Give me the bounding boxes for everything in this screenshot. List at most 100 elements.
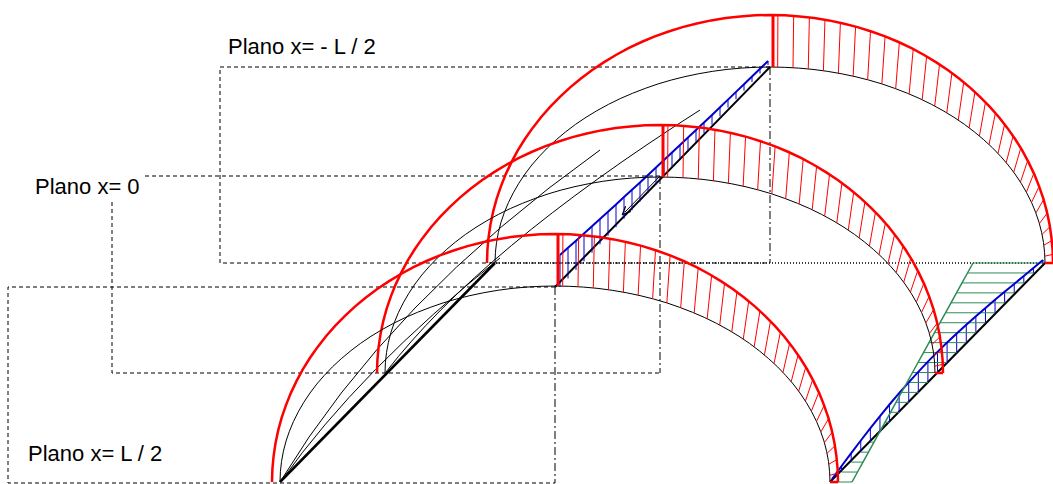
shear-hatch xyxy=(966,325,967,343)
stress-hatch xyxy=(922,56,926,99)
stress-hatch xyxy=(958,82,963,120)
deformed-line xyxy=(386,110,700,372)
stress-hatch xyxy=(578,235,580,287)
stress-hatch xyxy=(882,36,885,84)
stress-hatch xyxy=(808,17,809,68)
shear-hatch xyxy=(560,255,561,287)
shear-hatch xyxy=(1004,292,1005,303)
stress-hatch xyxy=(869,212,875,246)
crown-axis xyxy=(770,67,771,263)
stress-hatch xyxy=(732,292,737,332)
stress-hatch xyxy=(932,337,940,345)
stress-hatch xyxy=(683,126,685,178)
stress-end xyxy=(1045,262,1053,265)
stress-hatch xyxy=(811,392,818,411)
normal-hatch xyxy=(861,452,869,453)
plane-label: Plano x= 0 xyxy=(32,174,143,200)
stress-hatch xyxy=(868,31,871,80)
generator-line xyxy=(830,263,1045,482)
stress-hatch xyxy=(793,16,795,68)
normal-hatch xyxy=(896,402,909,403)
stress-hatch xyxy=(562,234,563,286)
section-plane xyxy=(112,176,660,373)
stress-hatch xyxy=(848,192,853,230)
shear-hatch xyxy=(632,190,633,210)
stress-hatch xyxy=(743,301,748,339)
stress-hatch xyxy=(922,296,930,312)
shear-hatch xyxy=(688,138,689,151)
shear-hatch xyxy=(624,197,625,219)
stress-hatch xyxy=(681,261,685,307)
stress-curve xyxy=(487,15,1053,263)
section-plane xyxy=(220,67,770,263)
stress-crown xyxy=(772,15,775,67)
stress-hatch xyxy=(805,380,812,401)
stress-hatch xyxy=(812,166,816,209)
section-plane xyxy=(8,287,555,483)
stress-hatch xyxy=(825,174,830,216)
plane-label: Plano x= L / 2 xyxy=(25,441,165,467)
stress-hatch xyxy=(888,234,895,263)
stress-hatch xyxy=(904,258,911,282)
stress-hatch xyxy=(827,446,835,454)
shear-curve xyxy=(832,260,1043,479)
stress-hatch xyxy=(713,130,715,181)
stress-hatch xyxy=(1006,136,1013,163)
stress-hatch xyxy=(824,432,832,442)
stress-hatch xyxy=(859,202,865,238)
normal-hatch xyxy=(940,322,985,323)
stress-hatch xyxy=(969,92,975,128)
shear-hatch xyxy=(680,145,681,159)
normal-hatch xyxy=(851,462,863,463)
stress-hatch xyxy=(929,323,937,333)
stress-hatch xyxy=(837,183,842,223)
crown-axis xyxy=(555,287,556,483)
plane-label: Plano x= - L / 2 xyxy=(225,34,379,60)
stress-hatch xyxy=(823,20,825,71)
stress-hatch xyxy=(777,15,778,67)
stress-hatch xyxy=(916,283,923,302)
stress-hatch xyxy=(979,102,985,136)
stress-hatch xyxy=(638,246,640,296)
shear-hatch xyxy=(696,130,697,142)
stress-end xyxy=(935,372,943,375)
stress-hatch xyxy=(707,275,711,318)
stress-hatch xyxy=(935,64,940,106)
normal-hatch xyxy=(957,292,1015,293)
normal-hatch xyxy=(902,392,919,393)
arch-midline xyxy=(495,67,1045,263)
stress-hatch xyxy=(838,23,840,73)
stress-curve xyxy=(272,234,838,482)
normal-hatch xyxy=(973,263,1043,264)
stress-crown xyxy=(662,125,665,177)
normal-hatch xyxy=(946,312,996,313)
stress-hatch xyxy=(743,137,745,187)
stress-hatch xyxy=(720,283,725,325)
stress-hatch xyxy=(698,127,699,178)
stress-hatch xyxy=(667,255,670,303)
stress-hatch xyxy=(754,311,760,347)
shear-hatch xyxy=(656,168,657,185)
stress-hatch xyxy=(909,49,913,94)
shear-hatch xyxy=(985,308,986,323)
stress-hatch xyxy=(799,367,806,391)
stress-hatch xyxy=(926,310,934,323)
arch-midline xyxy=(385,177,935,373)
base-line xyxy=(490,262,1045,264)
stress-hatch xyxy=(623,242,625,292)
shear-hatch xyxy=(672,153,673,168)
stress-hatch xyxy=(821,419,829,432)
stress-hatch xyxy=(774,332,780,363)
normal-hatch xyxy=(935,332,976,333)
stress-hatch xyxy=(1014,148,1021,172)
normal-hatch xyxy=(891,412,900,413)
shear-hatch xyxy=(995,300,996,313)
stress-hatch xyxy=(1039,213,1047,223)
stress-hatch xyxy=(947,73,952,113)
deformed-line xyxy=(282,258,500,480)
shear-hatch xyxy=(975,316,976,332)
stress-end xyxy=(830,481,838,484)
stress-hatch xyxy=(879,223,885,254)
stress-hatch xyxy=(1042,227,1050,235)
